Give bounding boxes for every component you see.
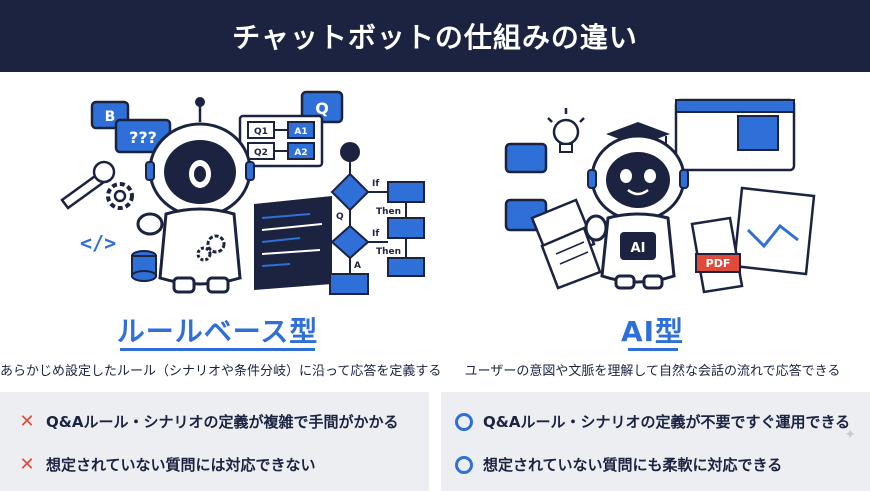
code-screen <box>254 196 332 290</box>
ai-pros-panel: Q&Aルール・シナリオの定義が不要ですぐ運用できる 想定されていない質問にも柔軟… <box>441 392 870 491</box>
svg-text:Q1: Q1 <box>254 127 268 137</box>
pro-item: 想定されていない質問にも柔軟に対応できる <box>455 454 782 475</box>
database-icon <box>131 250 157 282</box>
con-text: Q&Aルール・シナリオの定義が複雑で手間がかかる <box>46 413 399 431</box>
ai-robot: AI <box>584 122 689 290</box>
chart-card <box>732 186 816 276</box>
documents <box>530 198 602 290</box>
con-item: ✕ Q&Aルール・シナリオの定義が複雑で手間がかかる <box>18 411 398 432</box>
rule-based-description: あらかじめ設定したルール（シナリオや条件分岐）に沿って応答を定義する <box>0 364 442 379</box>
ai-title-underline <box>628 348 678 351</box>
svg-text:A2: A2 <box>294 148 307 158</box>
sparkle-icon: ✦ <box>844 427 856 443</box>
rule-based-title: ルールベース型 <box>116 315 319 348</box>
svg-text:Q: Q <box>336 212 344 222</box>
pdf-document: PDF <box>690 216 744 294</box>
header-banner: チャットボットの仕組みの違い <box>0 0 870 72</box>
con-text: 想定されていない質問には対応できない <box>46 456 316 474</box>
ai-description: ユーザーの意図や文脈を理解して自然な会話の流れで応答できる <box>464 364 841 379</box>
svg-text:Q: Q <box>315 99 329 118</box>
svg-text:Q2: Q2 <box>254 148 268 158</box>
gear-icon <box>106 182 134 210</box>
lightbulb-icon <box>547 108 585 153</box>
ai-title: AI型 <box>620 315 685 348</box>
code-icon: </> <box>80 231 116 255</box>
wrench-icon <box>60 160 116 210</box>
pro-text: Q&Aルール・シナリオの定義が不要ですぐ運用できる <box>483 413 851 431</box>
svg-text:If: If <box>372 229 379 239</box>
svg-text:If: If <box>372 179 379 189</box>
svg-text:PDF: PDF <box>706 257 731 270</box>
svg-text:???: ??? <box>129 128 157 147</box>
svg-text:B: B <box>105 109 116 125</box>
chat-bubbles <box>504 142 548 232</box>
cross-icon: ✕ <box>19 410 35 432</box>
bubble-q: Q <box>300 90 344 124</box>
browser-window <box>674 98 796 172</box>
svg-text:A1: A1 <box>294 127 307 137</box>
ai-illustration: AI PDF <box>504 98 816 294</box>
circle-icon <box>455 412 473 431</box>
svg-text:A: A <box>354 261 361 271</box>
rule-based-cons-panel: ✕ Q&Aルール・シナリオの定義が複雑で手間がかかる ✕ 想定されていない質問に… <box>0 392 429 491</box>
svg-text:Then: Then <box>376 207 401 217</box>
rule-based-title-underline <box>120 348 315 351</box>
cross-icon: ✕ <box>19 453 35 475</box>
svg-text:AI: AI <box>631 241 646 256</box>
circle-icon <box>455 455 473 474</box>
flowchart: If Q Then If A Then <box>329 142 425 295</box>
pro-item: Q&Aルール・シナリオの定義が不要ですぐ運用できる <box>455 411 850 432</box>
svg-text:Then: Then <box>376 247 401 257</box>
rule-robot <box>136 97 255 294</box>
page-title: チャットボットの仕組みの違い <box>232 21 638 54</box>
qa-table: Q1 A1 Q2 A2 <box>238 114 324 168</box>
rule-based-illustration: B ??? Q Q1 A1 Q2 A2 </> <box>60 90 425 295</box>
pro-text: 想定されていない質問にも柔軟に対応できる <box>483 456 783 474</box>
svg-text:</>: </> <box>80 231 116 255</box>
con-item: ✕ 想定されていない質問には対応できない <box>18 453 316 475</box>
